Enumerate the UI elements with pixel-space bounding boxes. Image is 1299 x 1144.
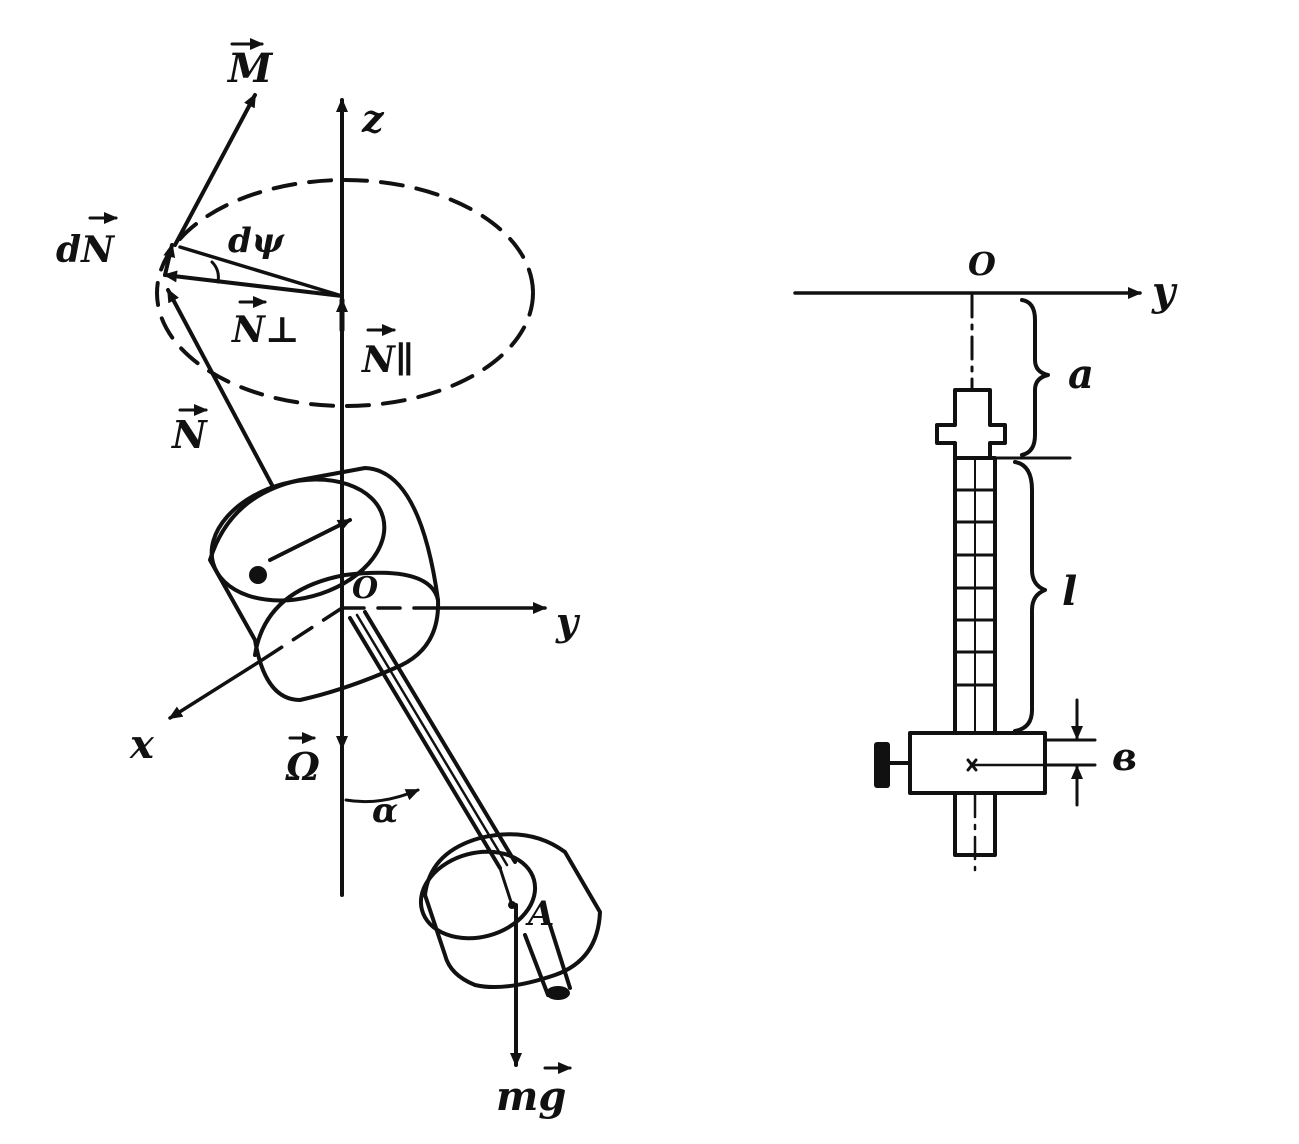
omega-label: Ω [285,744,320,789]
side-view-diagram: y O a l в [793,245,1178,872]
n-vector-label: N [171,412,208,457]
dpsi-arc [210,260,220,284]
slider-tick [966,758,978,772]
x-axis-label: x [129,721,155,768]
brace-l [1013,460,1047,733]
n-perp-label: N⊥ [231,309,299,351]
side-origin-label: O [968,245,996,283]
m-vector-label: M [226,45,274,92]
x-axis-dashed [260,606,344,662]
alpha-label: α [372,791,398,831]
counterweight [418,832,602,1000]
gyroscope-diagram: z M dψ dN N⊥ N∥ N [56,38,602,1120]
dn-vector [163,243,176,277]
z-axis-label: z [361,96,385,141]
m-vector [173,93,257,247]
slider-block[interactable] [908,731,1047,795]
brace-a [1020,298,1050,457]
alpha-arc [344,788,420,804]
thumb-screw-icon[interactable] [874,742,912,788]
rod [348,610,517,870]
flywheel [208,466,441,702]
side-y-axis-label: y [1151,268,1178,315]
point-a-label: A [525,894,554,934]
dim-l-label: l [1062,568,1077,615]
n-par-label: N∥ [361,339,414,381]
dn-side-vector [178,245,344,298]
n-perp-vector [163,270,344,298]
y-axis-label: y [555,599,581,644]
x-axis [168,658,264,720]
n-vector [166,288,274,487]
precession-ellipse [155,178,535,408]
dim-b-label: в [1112,734,1137,779]
mg-label: mg [496,1073,566,1120]
dpsi-label: dψ [228,221,285,261]
top-bracket [935,388,1007,460]
origin-o-label: O [352,571,378,606]
graduated-scale [953,456,997,735]
dn-label: dN [56,229,116,271]
dim-a-label: a [1068,351,1094,398]
